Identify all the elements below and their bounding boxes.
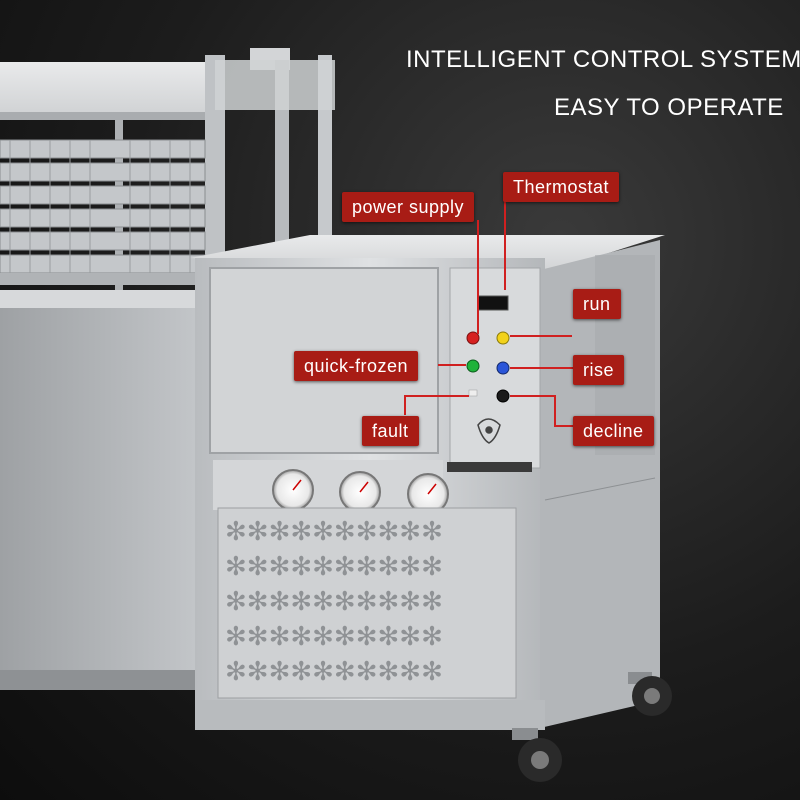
svg-text:✻✻✻✻✻✻✻✻✻✻: ✻✻✻✻✻✻✻✻✻✻ (225, 587, 443, 617)
tray-rack (0, 48, 335, 290)
vent-strip (447, 462, 532, 472)
snowflake-vent-pattern: ✻✻✻✻✻✻✻✻✻✻ ✻✻✻✻✻✻✻✻✻✻ ✻✻✻✻✻✻✻✻✻✻ ✻✻✻✻✻✻✻… (225, 517, 443, 687)
label-fault: fault (362, 416, 419, 446)
label-quick-frozen: quick-frozen (294, 351, 419, 381)
label-thermostat: Thermostat (503, 172, 620, 202)
label-run: run (573, 289, 621, 319)
power-indicator (466, 331, 480, 345)
callout-leader-lines (404, 198, 573, 427)
rise-indicator (496, 361, 510, 375)
cabinet-top (190, 235, 665, 275)
svg-text:✻✻✻✻✻✻✻✻✻✻: ✻✻✻✻✻✻✻✻✻✻ (225, 657, 443, 687)
left-cabinet (0, 290, 200, 675)
label-rise: rise (573, 355, 625, 385)
quick-frozen-indicator (466, 359, 480, 373)
svg-text:✻✻✻✻✻✻✻✻✻✻: ✻✻✻✻✻✻✻✻✻✻ (225, 552, 443, 582)
run-indicator (496, 331, 510, 345)
pressure-gauges (272, 469, 449, 515)
decline-indicator (496, 389, 510, 403)
svg-text:✻✻✻✻✻✻✻✻✻✻: ✻✻✻✻✻✻✻✻✻✻ (225, 622, 443, 652)
vent-grille (217, 507, 517, 699)
brand-logo (477, 418, 501, 444)
headline-line-2: EASY TO OPERATE (554, 94, 784, 121)
thermostat-display (477, 295, 509, 311)
headline-line-1: INTELLIGENT CONTROL SYSTEM (406, 46, 800, 73)
label-power-supply: power supply (342, 192, 475, 222)
caster-wheels (512, 672, 672, 782)
svg-text:✻✻✻✻✻✻✻✻✻✻: ✻✻✻✻✻✻✻✻✻✻ (225, 517, 443, 547)
label-decline: decline (573, 416, 654, 446)
